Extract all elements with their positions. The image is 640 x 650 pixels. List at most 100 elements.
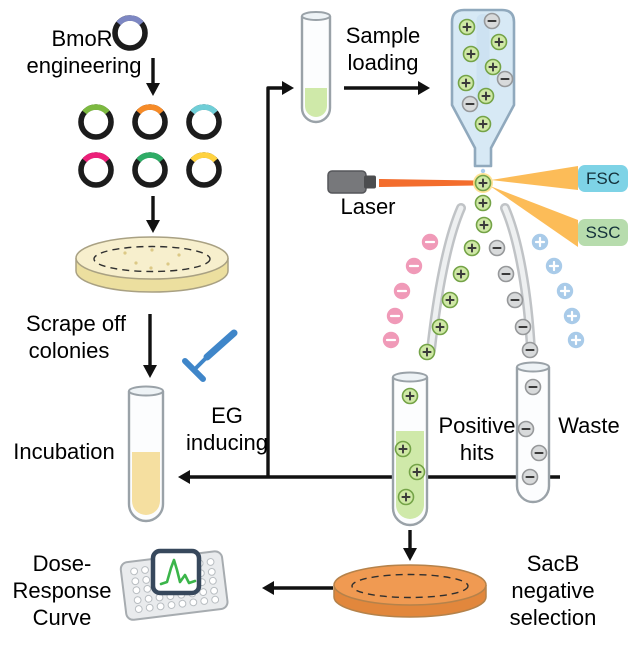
result-screen bbox=[150, 548, 202, 596]
plasmid-parent bbox=[112, 15, 148, 51]
scrape-label-line1: Scrape off bbox=[26, 311, 127, 336]
well bbox=[207, 567, 216, 576]
cell-negative bbox=[524, 378, 542, 396]
well bbox=[141, 566, 149, 574]
well bbox=[178, 599, 187, 608]
positive-hits-label-line1: Positive bbox=[438, 413, 515, 438]
droplet-negative-charge bbox=[381, 330, 401, 350]
cell-positive bbox=[401, 387, 419, 405]
cell-positive bbox=[475, 216, 493, 234]
cell-negative bbox=[530, 444, 548, 462]
cell-positive bbox=[457, 74, 475, 92]
ssc-badge bbox=[578, 219, 628, 246]
droplet-positive-charge bbox=[562, 306, 582, 326]
droplet-negative-charge bbox=[420, 232, 440, 252]
arrow-dish-to-plate-head bbox=[262, 581, 274, 595]
yellow-culture-liquid bbox=[132, 452, 160, 515]
dish-top bbox=[333, 564, 487, 606]
cell-negative bbox=[483, 12, 501, 30]
cell-positive bbox=[463, 239, 481, 257]
dose-response-label-line2: Response bbox=[12, 578, 111, 603]
incubation-label: Incubation bbox=[13, 439, 115, 464]
cell-positive bbox=[474, 194, 492, 212]
sorting-region bbox=[381, 194, 586, 361]
dish-top bbox=[75, 236, 229, 280]
cell-positive bbox=[397, 488, 415, 506]
well bbox=[142, 576, 151, 584]
arrow-positive-to-dish-head bbox=[403, 548, 417, 561]
droplet-positive-charge bbox=[555, 281, 575, 301]
droplet-positive-charge bbox=[530, 232, 550, 252]
well bbox=[134, 605, 143, 613]
cell-positive bbox=[474, 115, 492, 133]
well bbox=[189, 598, 198, 607]
droplet-negative-charge bbox=[404, 256, 424, 276]
dish-dashed-border bbox=[93, 245, 211, 273]
cell-positive bbox=[458, 18, 476, 36]
dose-response-label-line1: Dose- bbox=[33, 551, 92, 576]
cell-positive bbox=[418, 343, 436, 361]
laser-beam bbox=[379, 179, 476, 187]
colony-dot bbox=[166, 262, 170, 266]
well bbox=[145, 603, 154, 612]
well bbox=[206, 558, 215, 566]
well bbox=[167, 601, 176, 609]
ssc-beam bbox=[490, 186, 578, 247]
cell-negative bbox=[521, 468, 539, 486]
droplet-positive-charge bbox=[544, 256, 564, 276]
well bbox=[130, 567, 139, 576]
plasmid-variant-teal bbox=[132, 152, 168, 188]
sacb-label-line1: SacB bbox=[527, 551, 580, 576]
dish-dashed-border bbox=[351, 573, 469, 599]
cell-positive bbox=[408, 463, 426, 481]
tube-rim bbox=[392, 371, 428, 383]
waste-label: Waste bbox=[558, 413, 620, 438]
tube-rim bbox=[128, 385, 164, 397]
cell-negative bbox=[497, 265, 515, 283]
sacb-label-line3: selection bbox=[510, 605, 597, 630]
green-sample-liquid bbox=[305, 88, 327, 117]
cell-in-laser bbox=[474, 174, 492, 192]
droplet-negative-charge bbox=[385, 306, 405, 326]
well bbox=[211, 595, 220, 604]
bmor-label-line1: BmoR bbox=[51, 26, 112, 51]
arrow-sample-loading-head bbox=[418, 81, 430, 95]
well bbox=[208, 576, 217, 585]
cell-negative bbox=[517, 420, 535, 438]
tube-body bbox=[515, 367, 551, 504]
fsc-beam bbox=[491, 166, 578, 190]
core-stream bbox=[476, 14, 490, 102]
plasmid-variant-orange bbox=[132, 104, 168, 140]
sample-loading-label-line1: Sample bbox=[346, 23, 421, 48]
cell-negative bbox=[461, 95, 479, 113]
fsc-badge bbox=[578, 165, 628, 192]
cell-positive bbox=[477, 87, 495, 105]
droplet-positive-charge bbox=[566, 330, 586, 350]
cell-negative bbox=[488, 239, 506, 257]
cell-positive bbox=[452, 265, 470, 283]
well bbox=[199, 588, 208, 596]
arrow-scrape-down-head bbox=[143, 365, 157, 378]
flow-cell bbox=[450, 8, 516, 179]
cell-positive bbox=[484, 58, 502, 76]
screen-frame bbox=[150, 548, 202, 596]
laser-barrel bbox=[364, 175, 376, 189]
cell-negative bbox=[521, 341, 539, 359]
droplet bbox=[480, 168, 486, 174]
eg-label-line1: EG bbox=[211, 403, 243, 428]
cell-positive bbox=[441, 291, 459, 309]
sacb-label-line2: negative bbox=[511, 578, 594, 603]
colony-dot bbox=[177, 253, 181, 257]
eg-label-line2: inducing bbox=[186, 430, 268, 455]
arrow-recycle-to-incubation-head bbox=[178, 470, 190, 484]
cell-negative bbox=[514, 318, 532, 336]
cell-positive bbox=[490, 33, 508, 51]
cell-positive bbox=[462, 45, 480, 63]
waste-tube bbox=[515, 361, 551, 504]
labels: BmoR engineering Sample loading Scrape o… bbox=[12, 23, 620, 630]
well bbox=[144, 594, 153, 603]
droplet-negative-charge bbox=[392, 281, 412, 301]
plasmid-variant-magenta bbox=[78, 152, 114, 188]
plasmid-variant-cyan bbox=[186, 104, 222, 140]
arrow-eg-to-sample-head bbox=[282, 81, 294, 95]
